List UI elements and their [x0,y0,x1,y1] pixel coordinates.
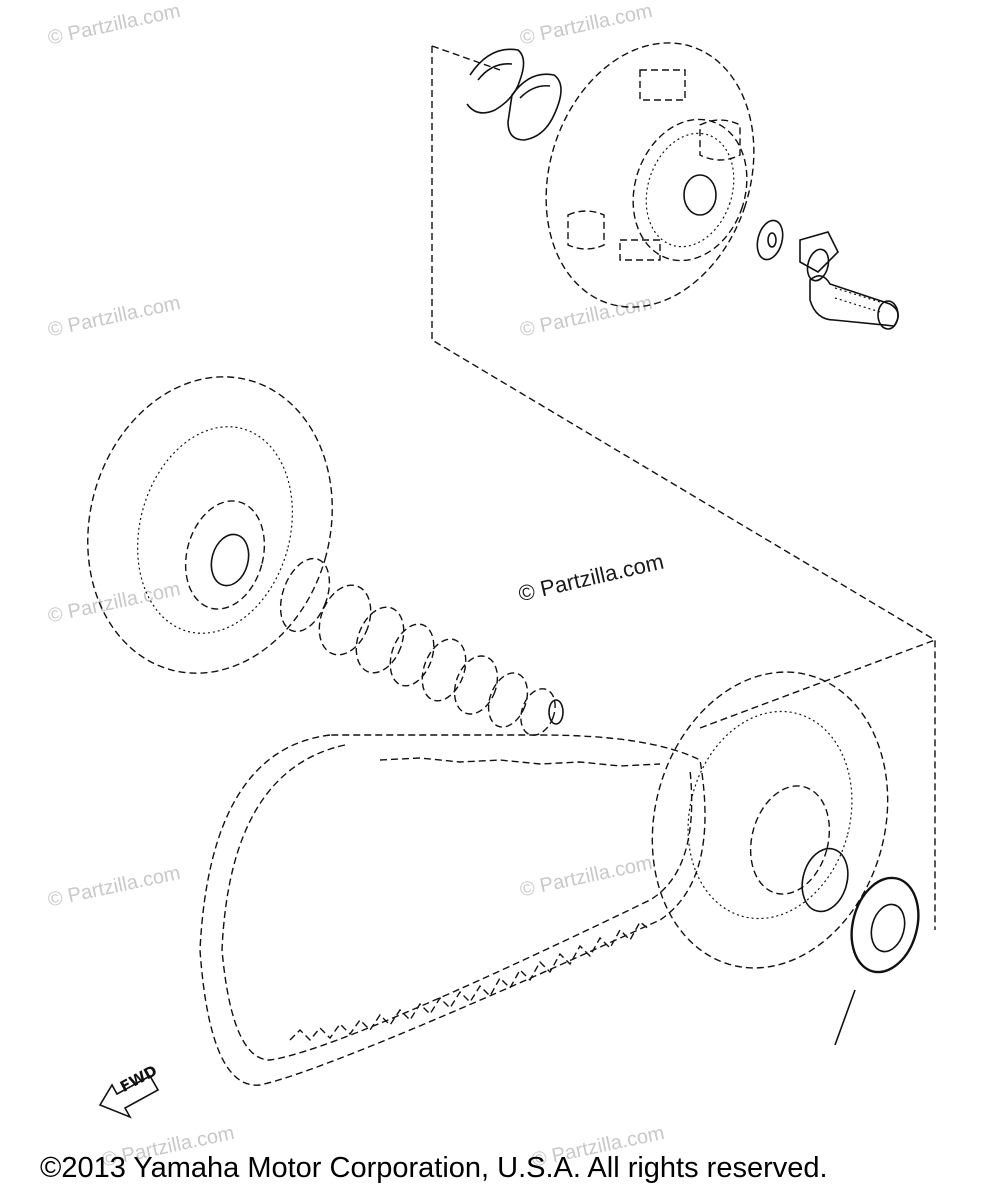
v-belt [199,734,706,1086]
lock-washer [799,231,839,282]
secondary-sheave [651,671,889,969]
primary-spring [279,557,564,736]
washer [756,219,784,261]
clutch-cover-plate [545,42,755,308]
circlip [466,48,525,114]
copyright-footer: ©2013 Yamaha Motor Corporation, U.S.A. A… [40,1152,828,1184]
fwd-arrow-icon [98,1074,160,1119]
thrust-washer [834,876,920,1046]
primary-sheave [87,376,333,674]
retaining-ring [507,73,562,141]
exploded-view-frame [431,45,936,930]
bolt [809,275,899,330]
